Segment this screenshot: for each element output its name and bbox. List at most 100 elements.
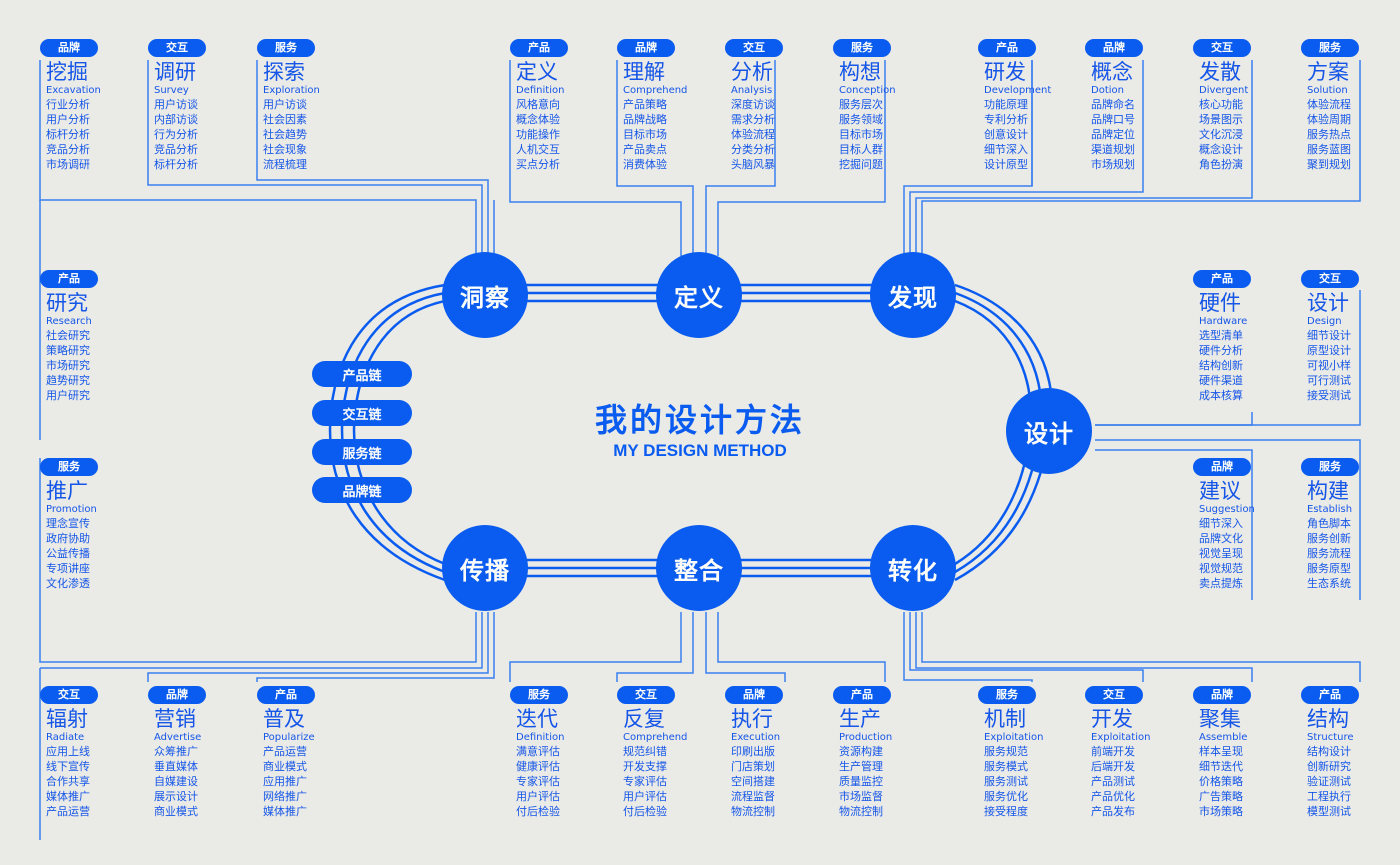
card-title: 机制 [984, 707, 1026, 731]
card-item: 需求分析 [731, 113, 775, 126]
card-item: 专利分析 [984, 113, 1028, 126]
card-item: 行为分析 [154, 128, 198, 141]
card-item: 渠道规划 [1091, 143, 1135, 156]
card-item: 概念体验 [516, 113, 560, 126]
card-item: 服务层次 [839, 98, 883, 111]
category-badge: 服务 [833, 39, 891, 57]
card-english-title: Exploitation [1091, 732, 1151, 743]
card-item: 分类分析 [731, 143, 775, 156]
node-label: 整合 [674, 556, 724, 585]
card-item: 概念设计 [1199, 143, 1243, 156]
card-item: 资源构建 [839, 745, 883, 758]
card-item: 空间搭建 [731, 775, 775, 788]
card-title: 构想 [839, 60, 881, 84]
card-item: 媒体推广 [263, 805, 307, 818]
card-item: 创意设计 [984, 128, 1028, 141]
card-item: 场景图示 [1199, 113, 1243, 126]
card-item: 原型设计 [1307, 344, 1351, 357]
card-title: 建议 [1199, 479, 1241, 503]
chain-brand[interactable]: 品牌链 [312, 477, 412, 503]
card-item: 公益传播 [46, 547, 90, 560]
card-item: 视觉规范 [1199, 562, 1243, 575]
category-badge: 产品 [1301, 686, 1359, 704]
card-title: 开发 [1091, 707, 1133, 731]
card-item: 质量监控 [839, 775, 883, 788]
card-title: 分析 [731, 60, 773, 84]
card-item: 生产管理 [839, 760, 883, 773]
card-item: 卖点提炼 [1199, 577, 1243, 590]
card-item: 文化渗透 [46, 577, 90, 590]
card-item: 媒体推广 [46, 790, 90, 803]
card-item: 头脑风暴 [731, 158, 775, 171]
category-badge: 交互 [40, 686, 98, 704]
node-design[interactable]: 设计 [1006, 388, 1092, 474]
card-english-title: Execution [731, 732, 781, 743]
chain-product[interactable]: 产品链 [312, 361, 412, 387]
card-english-title: Promotion [46, 504, 97, 515]
card-item: 服务热点 [1307, 128, 1351, 141]
category-badge: 服务 [978, 686, 1036, 704]
node-define[interactable]: 定义 [656, 252, 742, 338]
card-item: 专家评估 [516, 775, 560, 788]
card-item: 趋势研究 [46, 374, 90, 387]
category-badge: 交互 [148, 39, 206, 57]
card-title: 概念 [1091, 60, 1133, 84]
card-english-title: Advertise [154, 732, 202, 743]
card-item: 众筹推广 [154, 745, 198, 758]
category-badge: 产品 [978, 39, 1036, 57]
card-item: 目标市场 [839, 128, 883, 141]
node-insight[interactable]: 洞察 [442, 252, 528, 338]
node-spread[interactable]: 传播 [442, 525, 528, 611]
card-item: 细节设计 [1307, 329, 1351, 342]
card-item: 广告策略 [1199, 790, 1243, 803]
chain-interaction[interactable]: 交互链 [312, 400, 412, 426]
category-badge: 品牌 [1085, 39, 1143, 57]
card-item: 产品测试 [1091, 775, 1135, 788]
category-badge: 服务 [1301, 458, 1359, 476]
node-transform[interactable]: 转化 [870, 525, 956, 611]
node-discover[interactable]: 发现 [870, 252, 956, 338]
card-item: 产品运营 [263, 745, 307, 758]
category-badge: 交互 [1085, 686, 1143, 704]
category-badge: 品牌 [617, 39, 675, 57]
card-item: 服务规范 [984, 745, 1028, 758]
card-title: 硬件 [1199, 291, 1241, 315]
node-integrate[interactable]: 整合 [656, 525, 742, 611]
card-item: 体验周期 [1307, 113, 1351, 126]
card-title: 构建 [1307, 479, 1349, 503]
chain-service[interactable]: 服务链 [312, 439, 412, 465]
category-badge: 产品 [510, 39, 568, 57]
card-item: 付后检验 [623, 805, 667, 818]
chain-label: 产品链 [342, 368, 382, 384]
card-item: 应用推广 [263, 775, 307, 788]
card-item: 应用上线 [46, 745, 90, 758]
card-item: 专项讲座 [46, 562, 90, 575]
card-item: 验证测试 [1307, 775, 1351, 788]
card-title: 聚集 [1199, 707, 1241, 731]
card-item: 标杆分析 [154, 158, 198, 171]
card-item: 付后检验 [516, 805, 560, 818]
card-title: 生产 [839, 707, 881, 731]
category-badge: 产品 [40, 270, 98, 288]
category-badge: 品牌 [148, 686, 206, 704]
card-item: 满意评估 [516, 745, 560, 758]
card-item: 门店策划 [731, 760, 775, 773]
card-title: 执行 [731, 707, 773, 731]
